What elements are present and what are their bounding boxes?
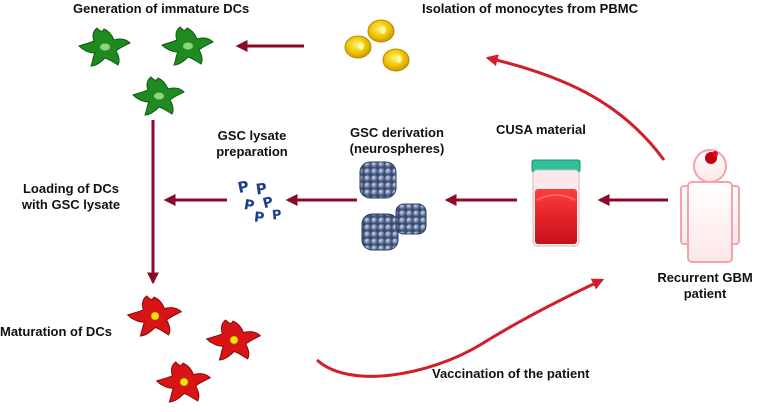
label-gsc-lysate-line2: preparation <box>216 144 288 159</box>
label-loading: Loading of DCs with GSC lysate <box>7 181 135 213</box>
label-patient-line1: Recurrent GBM <box>657 270 753 285</box>
immature-dc-icon <box>161 26 214 66</box>
label-loading-line1: Loading of DCs <box>22 181 120 196</box>
arrow-vaccination <box>315 278 605 378</box>
tumor-mark-icon <box>705 151 718 164</box>
neurosphere-icon <box>361 213 399 251</box>
neurosphere-icon <box>359 161 397 199</box>
arrow-patient-to-monocytes <box>485 54 666 161</box>
label-vaccination: Vaccination of the patient <box>432 366 590 381</box>
svg-text:P: P <box>236 177 251 197</box>
tube-icon <box>531 159 581 247</box>
monocyte-icon <box>344 35 372 59</box>
monocyte-icon <box>367 19 395 43</box>
label-loading-line2: with GSC lysate <box>21 197 121 212</box>
label-maturation: Maturation of DCs <box>0 324 112 339</box>
label-cusa: CUSA material <box>496 122 586 137</box>
immature-dc-icon <box>78 27 131 67</box>
svg-text:P: P <box>253 209 265 226</box>
label-gsc-lysate-line1: GSC lysate <box>217 128 287 143</box>
neurosphere-icon <box>395 203 427 235</box>
patient-icon <box>680 149 740 263</box>
label-gsc-lysate: GSC lysate preparation <box>204 128 300 160</box>
immature-dc-icon <box>132 76 185 116</box>
svg-text:P: P <box>261 194 275 212</box>
label-gsc-derivation-line2: (neurospheres) <box>349 141 445 156</box>
label-gsc-derivation-line1: GSC derivation <box>350 125 444 140</box>
svg-text:P: P <box>271 208 282 224</box>
monocyte-icon <box>382 48 410 72</box>
label-generation: Generation of immature DCs <box>73 1 250 16</box>
mature-dc-icon <box>206 319 261 361</box>
mature-dc-icon <box>127 295 182 337</box>
svg-text:P: P <box>243 197 256 215</box>
label-patient: Recurrent GBM patient <box>650 270 760 302</box>
label-patient-line2: patient <box>683 286 727 301</box>
label-isolation: Isolation of monocytes from PBMC <box>422 1 638 16</box>
svg-text:P: P <box>255 179 268 198</box>
label-gsc-derivation: GSC derivation (neurospheres) <box>341 125 453 157</box>
mature-dc-icon <box>156 361 211 403</box>
lysate-icon: P P P P P P <box>236 177 282 226</box>
